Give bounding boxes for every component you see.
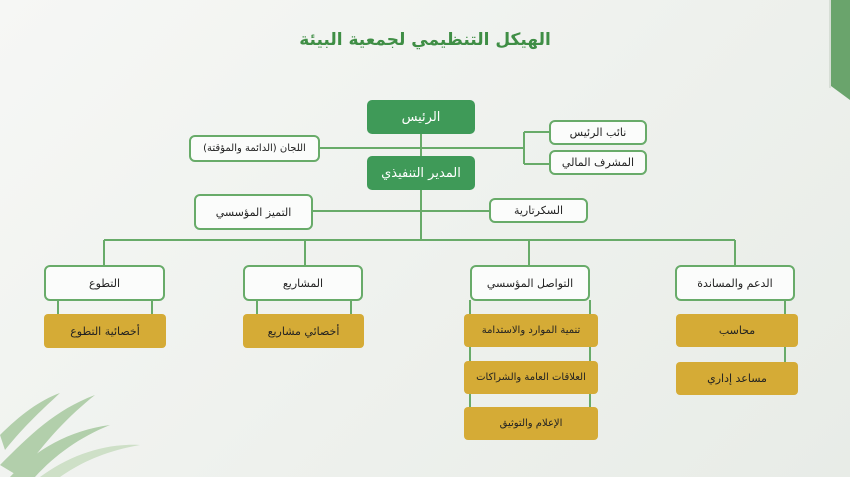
role-projects-specialist: أخصائي مشاريع [243,314,364,348]
executive-director-node: المدير التنفيذي [367,156,475,190]
department-projects: المشاريع [243,265,363,301]
role-accountant: محاسب [676,314,798,347]
role-admin-assistant: مساعد إداري [676,362,798,395]
financial-supervisor-node: المشرف المالي [549,150,647,175]
institutional-excellence-node: التميز المؤسسي [194,194,313,230]
department-support: الدعم والمساندة [675,265,795,301]
role-resource-development: تنمية الموارد والاستدامة [464,314,598,347]
role-public-relations: العلاقات العامة والشراكات [464,361,598,394]
accent-bar [831,0,850,100]
leaf-decoration [0,393,140,477]
role-volunteering-specialist: أخصائية التطوع [44,314,166,348]
vice-president-node: نائب الرئيس [549,120,647,145]
accent-line [829,0,831,88]
department-communication: التواصل المؤسسي [470,265,590,301]
role-media-documentation: الإعلام والتوثيق [464,407,598,440]
president-node: الرئيس [367,100,475,134]
chart-title: الهيكل التنظيمي لجمعية البيئة [299,30,551,50]
department-volunteering: التطوع [44,265,165,301]
committees-node: اللجان (الدائمة والمؤقتة) [189,135,320,162]
secretariat-node: السكرتارية [489,198,588,223]
